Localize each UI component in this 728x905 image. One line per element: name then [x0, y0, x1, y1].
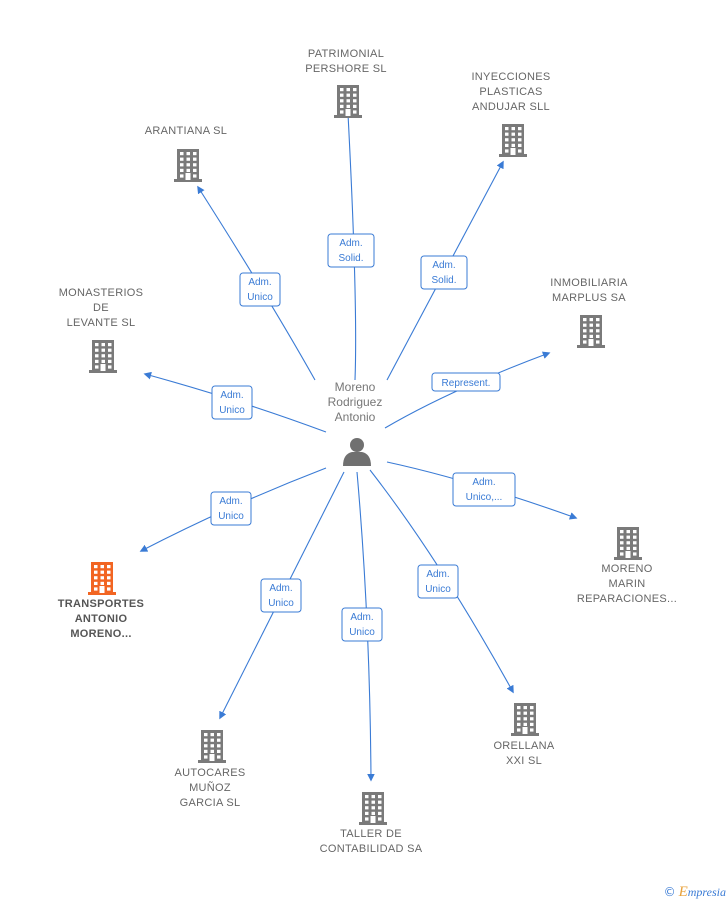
person-name-line-3: Antonio [335, 410, 376, 424]
edges-layer [139, 93, 578, 782]
edge-label-text: Unico [425, 584, 451, 595]
edge-label-box [431, 372, 501, 392]
company-label-inmobiliaria-line-1: INMOBILIARIA [550, 277, 628, 289]
edge-label-inmobiliaria[interactable]: Represent. [431, 372, 501, 392]
company-label-taller-line-1: TALLER DE [340, 828, 402, 840]
edge-label-arantiana[interactable]: Adm. Unico [239, 272, 281, 307]
company-label-transportes-line-1: TRANSPORTES [58, 598, 144, 610]
company-node-monasterios[interactable]: MONASTERIOS DE LEVANTE SL [59, 287, 144, 373]
company-label-transportes-line-3: MORENO... [70, 628, 131, 640]
building-icon [614, 527, 642, 560]
company-label-monasterios-line-2: DE [93, 302, 109, 314]
edge-label-autocares[interactable]: Adm. Unico [260, 578, 302, 613]
edge-label-moreno-marin[interactable]: Adm. Unico,... [452, 472, 516, 507]
edge-labels-layer: Adm.Solid.Adm.Solid.Adm.UnicoRepresent.A… [210, 233, 516, 642]
edge-label-transportes[interactable]: Adm. Unico [210, 491, 252, 526]
edge-label-box [341, 607, 383, 642]
edge-label-text: Adm. [472, 477, 495, 488]
building-icon [198, 730, 226, 763]
building-icon [334, 85, 362, 118]
company-node-transportes[interactable]: TRANSPORTES ANTONIO MORENO... [58, 562, 144, 640]
building-icon [499, 124, 527, 157]
edge-label-taller[interactable]: Adm. Unico [341, 607, 383, 642]
edge-label-box [420, 255, 468, 290]
brand-logo-e: E [678, 884, 688, 900]
person-name-line-1: Moreno [335, 380, 376, 394]
company-label-inyecciones-line-2: PLASTICAS [479, 86, 542, 98]
edge-label-box [327, 233, 375, 268]
company-label-inyecciones-line-1: INYECCIONES [471, 71, 550, 83]
building-icon [577, 315, 605, 348]
edge-label-monasterios[interactable]: Adm. Unico [211, 385, 253, 420]
building-icon [359, 792, 387, 825]
company-node-inyecciones[interactable]: INYECCIONES PLASTICAS ANDUJAR SLL [471, 71, 550, 157]
edge-label-text: Adm. [426, 569, 449, 580]
person-icon [343, 438, 371, 466]
edge-label-text: Adm. [350, 612, 373, 623]
edge-label-text: Unico [247, 292, 273, 303]
building-icon [511, 703, 539, 736]
company-label-orellana-line-1: ORELLANA [493, 740, 554, 752]
company-label-orellana-line-2: XXI SL [506, 755, 542, 767]
company-label-moreno-marin-line-1: MORENO [601, 563, 652, 575]
edge-label-box [210, 491, 252, 526]
company-label-patrimonial-line-1: PATRIMONIAL [308, 48, 384, 60]
company-label-monasterios-line-1: MONASTERIOS [59, 287, 144, 299]
company-label-arantiana-line-1: ARANTIANA SL [145, 125, 227, 137]
building-icon [89, 340, 117, 373]
building-icon [174, 149, 202, 182]
edge-label-text: Unico [349, 627, 375, 638]
company-label-autocares-line-2: MUÑOZ [189, 781, 231, 794]
edge-label-text: Unico [219, 405, 245, 416]
edge-label-text: Adm. [220, 390, 243, 401]
company-node-autocares[interactable]: AUTOCARES MUÑOZ GARCIA SL [175, 730, 246, 809]
edge-label-text: Unico [268, 598, 294, 609]
edge-label-text: Adm. [339, 238, 362, 249]
edge-label-box [417, 564, 459, 599]
company-node-orellana[interactable]: ORELLANA XXI SL [493, 703, 555, 767]
company-node-patrimonial[interactable]: PATRIMONIAL PERSHORE SL [305, 48, 387, 118]
edge-label-box [260, 578, 302, 613]
edge-label-text: Unico,... [466, 492, 503, 503]
edge-label-text: Adm. [248, 277, 271, 288]
copyright-symbol: © [663, 885, 676, 899]
company-label-moreno-marin-line-3: REPARACIONES... [577, 593, 677, 605]
edge-label-text: Adm. [432, 260, 455, 271]
edge-label-text: Solid. [338, 253, 363, 264]
edge-label-inyecciones[interactable]: Adm. Solid. [420, 255, 468, 290]
company-label-inmobiliaria-line-2: MARPLUS SA [552, 292, 626, 304]
company-node-taller[interactable]: TALLER DE CONTABILIDAD SA [320, 792, 423, 855]
company-label-moreno-marin-line-2: MARIN [609, 578, 646, 590]
edge-label-text: Adm. [219, 496, 242, 507]
person-name-line-2: Rodriguez [328, 395, 383, 409]
edge-label-box [211, 385, 253, 420]
company-node-moreno-marin[interactable]: MORENO MARIN REPARACIONES... [577, 527, 677, 605]
edge-label-text: Represent. [442, 378, 491, 389]
company-label-transportes-line-2: ANTONIO [75, 613, 128, 625]
company-label-inyecciones-line-3: ANDUJAR SLL [472, 101, 550, 113]
company-label-autocares-line-1: AUTOCARES [175, 767, 246, 779]
brand-logo-text: mpresia [687, 885, 726, 899]
company-label-taller-line-2: CONTABILIDAD SA [320, 843, 423, 855]
company-label-autocares-line-3: GARCIA SL [180, 797, 241, 809]
edge-label-text: Unico [218, 511, 244, 522]
edge-label-box [239, 272, 281, 307]
edge-label-text: Solid. [431, 275, 456, 286]
edge-to-patrimonial [343, 93, 357, 381]
company-node-arantiana[interactable]: ARANTIANA SL [145, 125, 227, 182]
company-label-patrimonial-line-2: PERSHORE SL [305, 63, 387, 75]
edge-label-text: Adm. [269, 583, 292, 594]
nodes-layer: PATRIMONIAL PERSHORE SL INYECCIONES PLASTIC… [58, 48, 677, 855]
company-label-monasterios-line-3: LEVANTE SL [67, 317, 136, 329]
edge-label-box [452, 472, 516, 507]
company-node-inmobiliaria[interactable]: INMOBILIARIA MARPLUS SA [550, 277, 628, 348]
edge-label-patrimonial[interactable]: Adm. Solid. [327, 233, 375, 268]
building-icon [88, 562, 116, 595]
edge-label-orellana[interactable]: Adm. Unico [417, 564, 459, 599]
brand-footer: ©Empresia [664, 884, 726, 901]
